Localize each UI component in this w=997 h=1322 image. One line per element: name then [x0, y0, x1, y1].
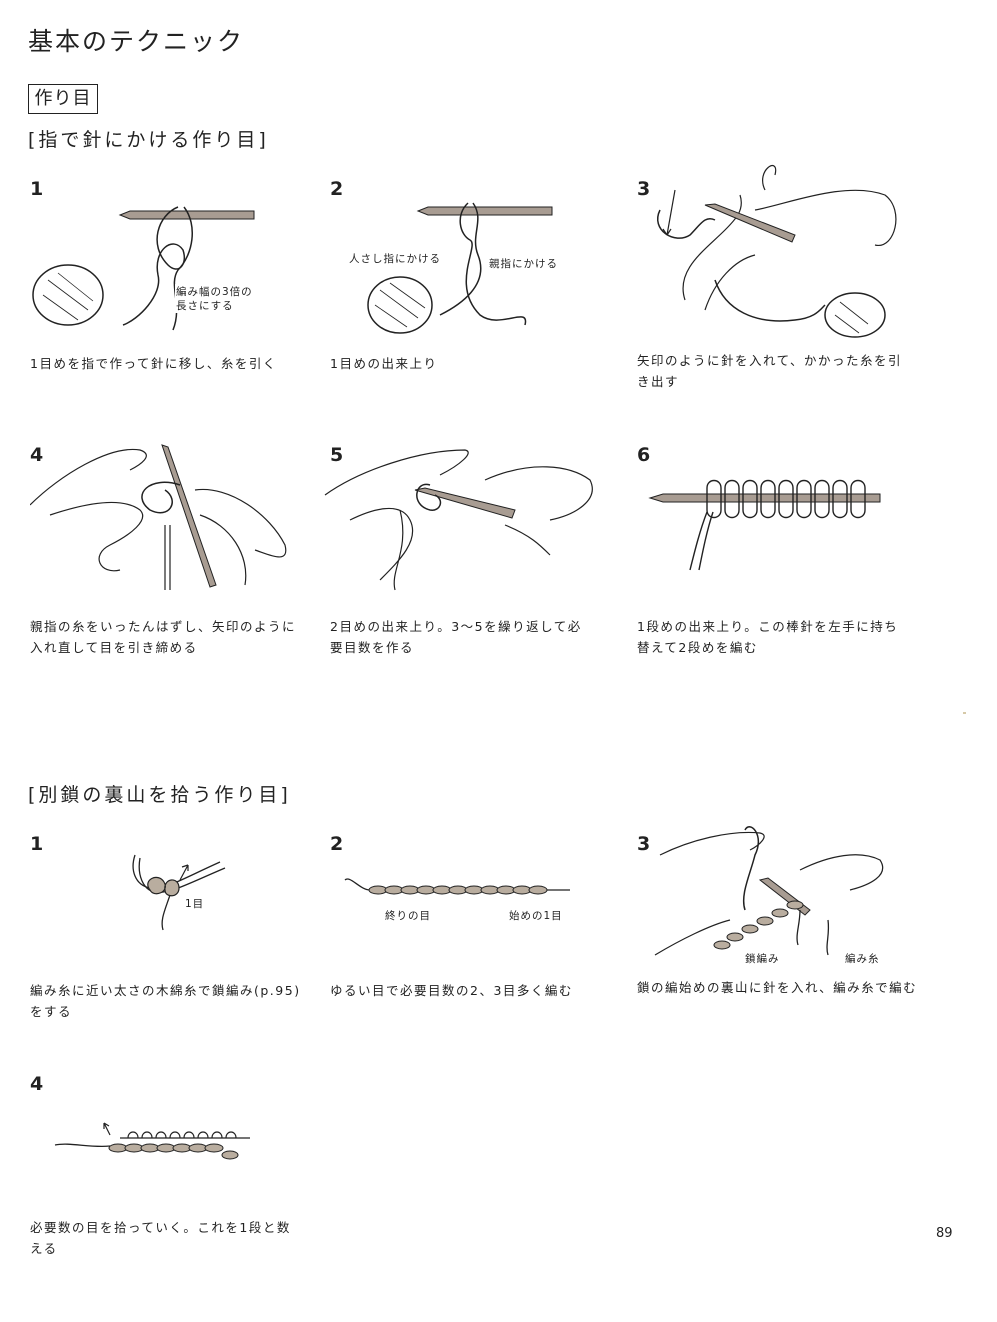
- method2-heading: [別鎖の裏山を拾う作り目]: [28, 784, 291, 806]
- step-caption: 1目めを指で作って針に移し、糸を引く: [30, 356, 277, 371]
- step-caption: 親指の糸をいったんはずし、矢印のように: [30, 619, 297, 634]
- figure-label: 親指にかける: [488, 256, 559, 271]
- edge-mark: [963, 712, 966, 714]
- cast-on-figure-4: [30, 444, 287, 590]
- step-caption: ゆるい目で必要目数の2、3目多く編む: [330, 983, 573, 998]
- page-number: 89: [936, 1226, 953, 1241]
- page-title: 基本のテクニック: [28, 27, 245, 56]
- figure-label: 編み糸: [844, 951, 881, 966]
- cast-on-figure-5: [324, 449, 593, 591]
- step-caption: 1目めの出来上り: [330, 356, 438, 371]
- method1-heading: [指で針にかける作り目]: [28, 129, 269, 151]
- chain-figure-1: [132, 854, 226, 931]
- step-caption: 入れ直して目を引き締める: [30, 640, 198, 655]
- step-caption: 替えて2段めを編む: [637, 640, 758, 655]
- figure-label: 鎖編み: [744, 951, 781, 966]
- step-number: 1: [30, 178, 44, 200]
- step-number: 3: [637, 178, 651, 200]
- step-caption: 2目めの出来上り。3〜5を繰り返して必: [330, 619, 582, 634]
- step-number: 3: [637, 833, 651, 855]
- chain-figure-3: [654, 826, 884, 956]
- step-number: 1: [30, 833, 44, 855]
- step-caption: 矢印のように針を入れて、かかった糸を引: [637, 353, 903, 368]
- step-number: 2: [330, 178, 344, 200]
- cast-on-figure-2: [367, 202, 553, 334]
- figure-label: 1目: [184, 896, 206, 911]
- cast-on-figure-1: [32, 206, 255, 331]
- step-caption: 必要数の目を拾っていく。これを1段と数: [30, 1220, 291, 1235]
- figure-label: 人さし指にかける: [348, 251, 442, 266]
- step-caption: をする: [30, 1004, 73, 1019]
- step-number: 6: [637, 444, 651, 466]
- step-number: 2: [330, 833, 344, 855]
- section-label: 作り目: [28, 84, 98, 114]
- step-caption: 鎖の編始めの裏山に針を入れ、編み糸で編む: [637, 980, 918, 995]
- chain-figure-2: [344, 878, 570, 895]
- step-caption: 編み糸に近い太さの木綿糸で鎖編み(p.95): [30, 983, 301, 998]
- step-number: 4: [30, 444, 44, 466]
- step-caption: き出す: [637, 374, 680, 389]
- step-caption: 要目数を作る: [330, 640, 415, 655]
- step-number: 5: [330, 444, 344, 466]
- figure-label: 始めの1目: [508, 908, 564, 923]
- step-number: 4: [30, 1073, 44, 1095]
- chain-figure-4: [54, 1122, 250, 1160]
- step-caption: える: [30, 1241, 58, 1256]
- cast-on-figure-6: [648, 479, 881, 571]
- cast-on-figure-3: [657, 164, 897, 338]
- step-caption: 1段めの出来上り。この棒針を左手に持ち: [637, 619, 899, 634]
- figure-label: 終りの目: [384, 908, 432, 923]
- figure-label: 編み幅の3倍の: [175, 284, 254, 299]
- figure-label: 長さにする: [175, 298, 235, 313]
